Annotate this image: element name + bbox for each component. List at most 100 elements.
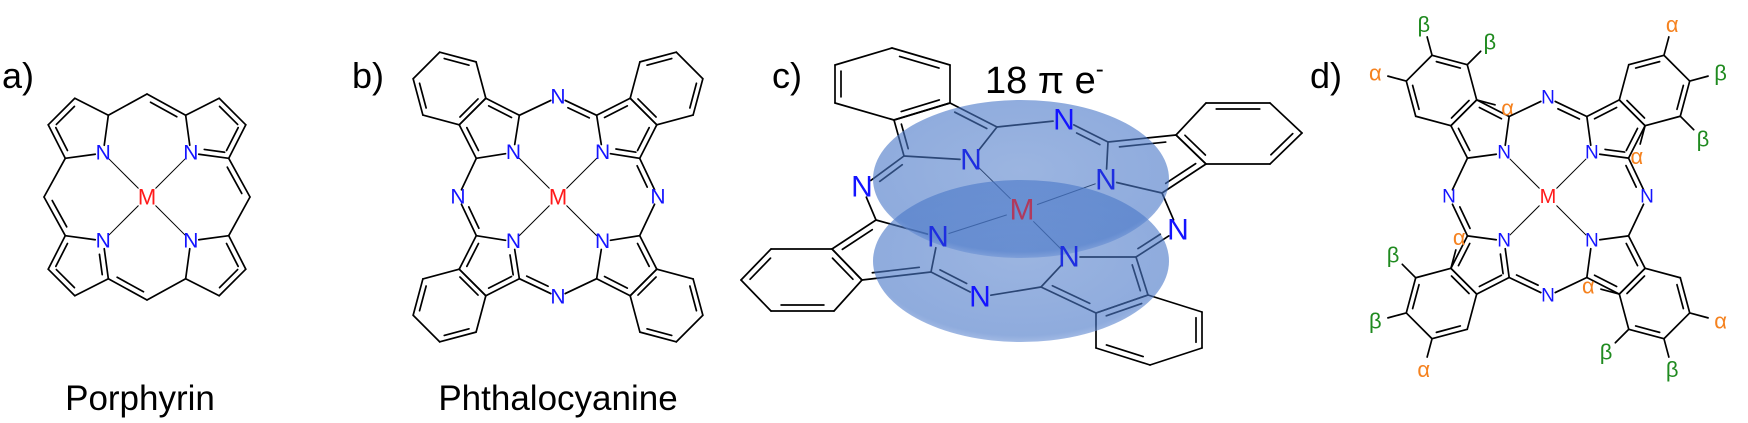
double-bond-line [841,228,874,251]
pyrrole-nitrogen-label: N [506,230,521,253]
bond-line [1627,54,1665,66]
double-bond-line [1626,275,1646,295]
double-bond-line [1634,60,1661,69]
coordination-bond [155,205,186,236]
meso-nitrogen-label: N [1167,214,1189,247]
bond-line [629,97,658,126]
bond-line [458,268,487,297]
bond-line [184,114,191,147]
beta-position-label: β [1666,357,1679,382]
double-bond-line [749,257,772,281]
bond-line [107,277,148,301]
bond-line [1663,312,1691,340]
bond-line [1451,203,1469,237]
bond-line [197,234,230,241]
bond-line [1554,276,1588,294]
bond-line [834,47,893,66]
pyrrole-nitrogen-label: N [1585,230,1599,251]
double-bond-line [1435,60,1462,69]
double-bond-line [487,105,513,119]
alpha-position-label: α [1501,96,1514,121]
bond-line [1451,157,1469,191]
bond-line [1466,234,1498,241]
double-bond-line [688,285,698,312]
bond-line [1618,293,1630,331]
substituent-bond [1426,338,1433,358]
double-bond-line [567,106,591,119]
bond-line [1598,153,1630,160]
bond-line [438,51,477,63]
panel-d-tag: d) [1310,55,1342,96]
meso-nitrogen-label: N [1640,187,1654,208]
pyrrole-nitrogen-label: N [183,229,198,252]
pyrrole-nitrogen-label: N [96,229,111,252]
bond-line [1431,54,1469,66]
bond-line [675,314,704,343]
bond-line [1618,99,1646,127]
meso-nitrogen-label: N [1442,187,1456,208]
bond-line [475,61,487,100]
double-bond-line [55,126,69,152]
alpha-position-label: α [1453,225,1466,250]
double-bond-line [1499,253,1504,275]
double-bond-line [467,206,480,230]
pyrrole-nitrogen-label: N [183,142,198,165]
bond-line [422,268,461,280]
alpha-position-label: α [1417,357,1430,382]
alpha-position-label: α [1582,273,1595,298]
bond-line [639,331,678,343]
double-bond-line [636,242,650,268]
bond-line [184,247,191,280]
bond-line [1627,203,1645,237]
double-bond-line [1625,242,1639,267]
bond-line [1508,100,1542,118]
bond-line [412,278,424,317]
bond-line [458,123,478,160]
meso-nitrogen-label: N [1541,88,1555,109]
bond-line [64,153,97,160]
double-bond-line [203,148,226,154]
double-bond-line [487,275,513,289]
phthalocyanine-caption: Phthalocyanine [438,379,677,418]
bond-line [629,268,658,297]
substituent-bond [1680,116,1695,131]
bond-line [1466,153,1498,160]
substituent-bond [1689,75,1709,82]
bond-line [1585,99,1621,118]
bond-line [740,279,772,312]
bond-line [458,97,487,126]
bond-line [639,51,678,63]
bond-line [513,248,521,280]
bond-line [1450,124,1469,160]
bond-line [103,247,110,280]
substituent-bond [1476,99,1496,106]
double-bond-line [218,268,239,289]
coordination-bond [155,158,186,189]
double-bond-line [1411,84,1420,111]
coordination-bond [518,157,550,189]
bond-line [1431,328,1469,340]
substituent-bond [1663,338,1670,358]
bond-line [107,93,148,117]
bond-line [1618,63,1630,101]
bond-line [893,102,951,121]
pi-electron-count: 18 π e [985,60,1096,102]
double-bond-line [1626,99,1646,119]
coordination-bond [1556,205,1587,236]
substituent-bond [1401,263,1416,278]
bond-line [675,51,704,80]
bond-line [1466,293,1478,331]
bond-line [1161,163,1207,194]
bond-line [197,153,230,160]
pyrrole-nitrogen-label: N [96,142,111,165]
substituent-bond [1387,75,1407,82]
bond-line [638,234,658,271]
beta-position-label: β [1714,60,1727,85]
bond-line [692,77,704,116]
double-bond-line [637,276,657,296]
bond-line [692,278,704,317]
bond-line [218,268,247,297]
